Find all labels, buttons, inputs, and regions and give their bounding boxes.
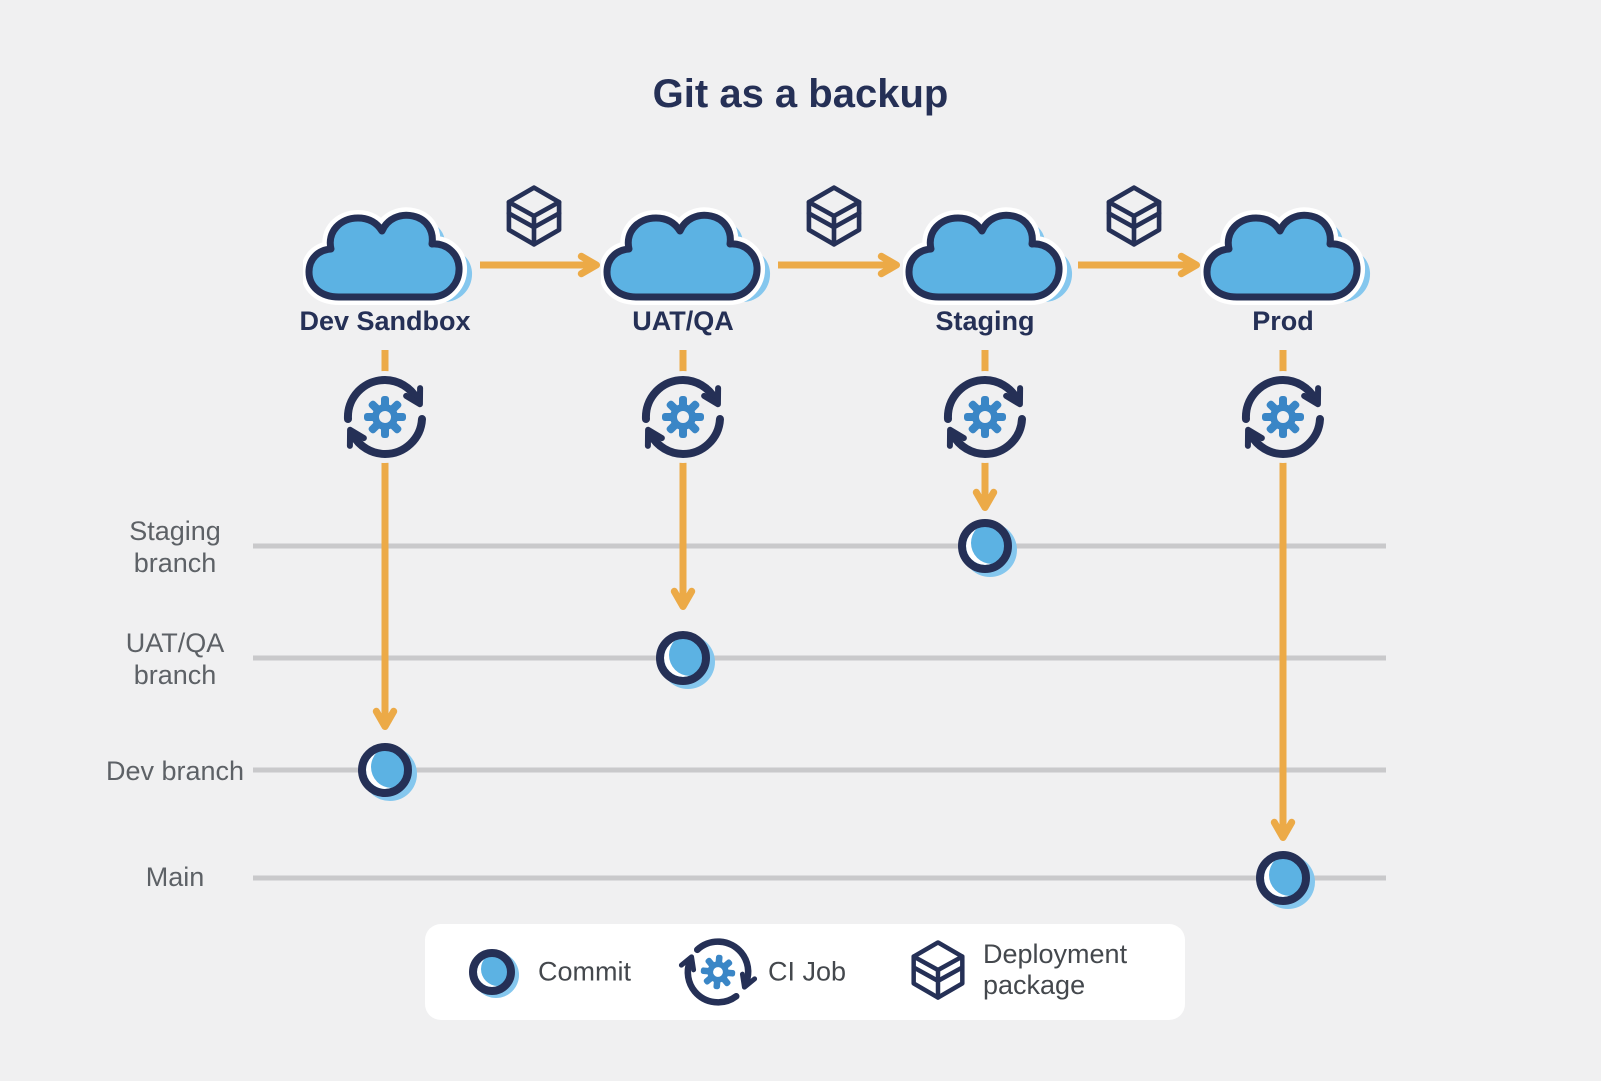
ci-job-icon bbox=[678, 934, 758, 1010]
deployment-package-icon bbox=[506, 185, 562, 247]
cloud-icon-uat-qa bbox=[601, 207, 771, 305]
cloud-icon-prod bbox=[1201, 207, 1371, 305]
env-label-uat-qa: UAT/QA bbox=[632, 306, 734, 336]
commit-icon-main-branch bbox=[1256, 851, 1310, 905]
deployment-package-icon bbox=[806, 185, 862, 247]
deployment-package-icon bbox=[1106, 185, 1162, 247]
env-label-dev-sandbox: Dev Sandbox bbox=[299, 306, 471, 336]
ci-job-icon-uat-qa bbox=[637, 371, 729, 463]
branch-label-dev: Dev branch bbox=[105, 756, 245, 787]
gear-icon bbox=[700, 954, 736, 990]
cloud-icon-staging bbox=[903, 207, 1073, 305]
commit-icon-dev-branch bbox=[358, 743, 412, 797]
commit-icon-staging-branch bbox=[958, 519, 1012, 573]
legend-panel: Commit CI Job bbox=[425, 924, 1185, 1020]
ci-job-icon-dev-sandbox bbox=[339, 371, 431, 463]
ci-job-icon-prod bbox=[1237, 371, 1329, 463]
legend-label-commit: Commit bbox=[538, 956, 631, 987]
branch-label-main: Main bbox=[145, 862, 205, 893]
gear-icon bbox=[964, 396, 1006, 438]
branch-label-staging: Staging branch bbox=[129, 516, 221, 578]
gear-icon bbox=[364, 396, 406, 438]
legend-label-deployment-package: Deployment package bbox=[983, 939, 1128, 1000]
legend-label-ci-job: CI Job bbox=[768, 956, 847, 987]
branch-label-uat-qa: UAT/QA branch bbox=[125, 628, 225, 690]
commit-icon-uat-qa-branch bbox=[656, 631, 710, 685]
deployment-package-icon bbox=[911, 940, 965, 1000]
gear-icon bbox=[662, 396, 704, 438]
commit-icon bbox=[469, 949, 515, 995]
env-label-staging: Staging bbox=[935, 306, 1035, 336]
ci-job-icon-staging bbox=[939, 371, 1031, 463]
gear-icon bbox=[1262, 396, 1304, 438]
page-title: Git as a backup bbox=[652, 72, 949, 116]
cloud-icon-dev-sandbox bbox=[303, 207, 473, 305]
env-label-prod: Prod bbox=[1252, 306, 1314, 336]
